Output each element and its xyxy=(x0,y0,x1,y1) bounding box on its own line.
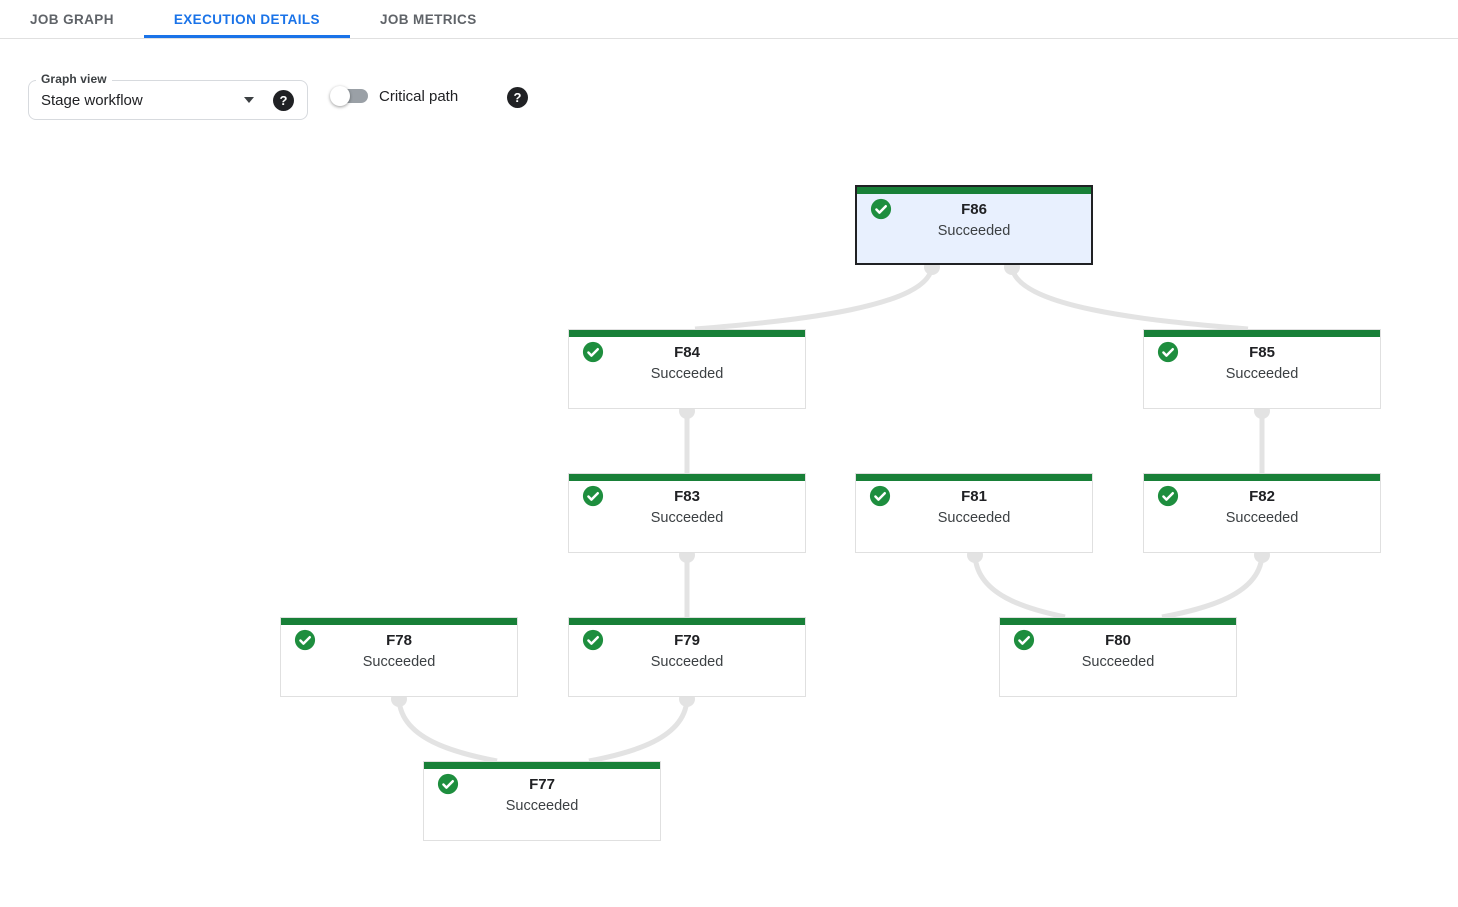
critical-path-control: Critical path xyxy=(330,86,458,106)
stage-node-status: Succeeded xyxy=(1225,366,1299,382)
stage-node-f80[interactable]: F80 Succeeded xyxy=(999,617,1237,697)
stage-node-title: F81 xyxy=(961,488,987,505)
edge-F86-to-F84 xyxy=(694,264,935,332)
stage-node-f77[interactable]: F77 Succeeded xyxy=(423,761,661,841)
stage-node-title: F85 xyxy=(1249,344,1275,361)
stage-node-status: Succeeded xyxy=(362,654,436,670)
check-circle-icon xyxy=(1157,485,1179,507)
check-circle-icon xyxy=(294,629,316,651)
stage-status-bar xyxy=(856,474,1092,481)
stage-node-title: F82 xyxy=(1249,488,1275,505)
stage-status-bar xyxy=(281,618,517,625)
edge-F79-to-F77 xyxy=(588,696,690,764)
tab-job-graph[interactable]: Job graph xyxy=(30,11,114,27)
stage-node-f86[interactable]: F86 Succeeded xyxy=(855,185,1093,265)
check-circle-icon xyxy=(582,629,604,651)
stage-status-bar xyxy=(857,187,1091,194)
check-circle-icon xyxy=(1157,341,1179,363)
check-circle-icon xyxy=(582,341,604,363)
stage-status-bar xyxy=(569,618,805,625)
edge-F86-to-F85 xyxy=(1009,264,1249,332)
critical-path-help-icon[interactable]: ? xyxy=(507,87,528,108)
check-circle-icon xyxy=(582,485,604,507)
graph-view-selected-value: Stage workflow xyxy=(41,91,143,109)
critical-path-label: Critical path xyxy=(379,87,459,105)
stage-node-status: Succeeded xyxy=(937,510,1011,526)
stage-node-f81[interactable]: F81 Succeeded xyxy=(855,473,1093,553)
stage-node-f79[interactable]: F79 Succeeded xyxy=(568,617,806,697)
edge-F81-to-F80 xyxy=(972,552,1066,620)
toggle-knob[interactable] xyxy=(330,86,350,106)
stage-node-f84[interactable]: F84 Succeeded xyxy=(568,329,806,409)
graph-view-field-label: Graph view xyxy=(36,72,112,86)
stage-node-status: Succeeded xyxy=(937,223,1011,239)
stage-status-bar xyxy=(424,762,660,769)
stage-node-title: F79 xyxy=(674,632,700,649)
check-circle-icon xyxy=(437,773,459,795)
stage-node-title: F84 xyxy=(674,344,700,361)
edge-F78-to-F77 xyxy=(396,696,498,764)
stage-status-bar xyxy=(1144,330,1380,337)
stage-node-status: Succeeded xyxy=(650,654,724,670)
stage-node-status: Succeeded xyxy=(650,366,724,382)
tab-job-metrics[interactable]: Job metrics xyxy=(379,11,477,27)
check-circle-icon xyxy=(869,485,891,507)
tab-bar: Job graph Execution details Job metrics xyxy=(0,0,1458,39)
stage-node-status: Succeeded xyxy=(1081,654,1155,670)
edge-F82-to-F80 xyxy=(1161,552,1265,620)
chevron-down-icon[interactable] xyxy=(244,97,254,103)
stage-status-bar xyxy=(569,330,805,337)
stage-node-title: F78 xyxy=(386,632,412,649)
check-circle-icon xyxy=(870,198,892,220)
stage-node-f82[interactable]: F82 Succeeded xyxy=(1143,473,1381,553)
stage-node-status: Succeeded xyxy=(505,798,579,814)
critical-path-toggle[interactable] xyxy=(330,86,368,106)
stage-node-title: F86 xyxy=(961,201,987,218)
stage-node-f78[interactable]: F78 Succeeded xyxy=(280,617,518,697)
stage-node-title: F80 xyxy=(1105,632,1131,649)
check-circle-icon xyxy=(1013,629,1035,651)
graph-view-help-icon[interactable]: ? xyxy=(273,89,294,111)
stage-node-title: F83 xyxy=(674,488,700,505)
stage-node-status: Succeeded xyxy=(1225,510,1299,526)
stage-node-status: Succeeded xyxy=(650,510,724,526)
stage-node-title: F77 xyxy=(529,776,555,793)
stage-node-f83[interactable]: F83 Succeeded xyxy=(568,473,806,553)
tab-execution-details[interactable]: Execution details xyxy=(143,0,350,38)
graph-view-select[interactable]: Graph view Stage workflow ? xyxy=(28,72,308,120)
stage-status-bar xyxy=(1144,474,1380,481)
stage-status-bar xyxy=(1000,618,1236,625)
stage-status-bar xyxy=(569,474,805,481)
stage-node-f85[interactable]: F85 Succeeded xyxy=(1143,329,1381,409)
